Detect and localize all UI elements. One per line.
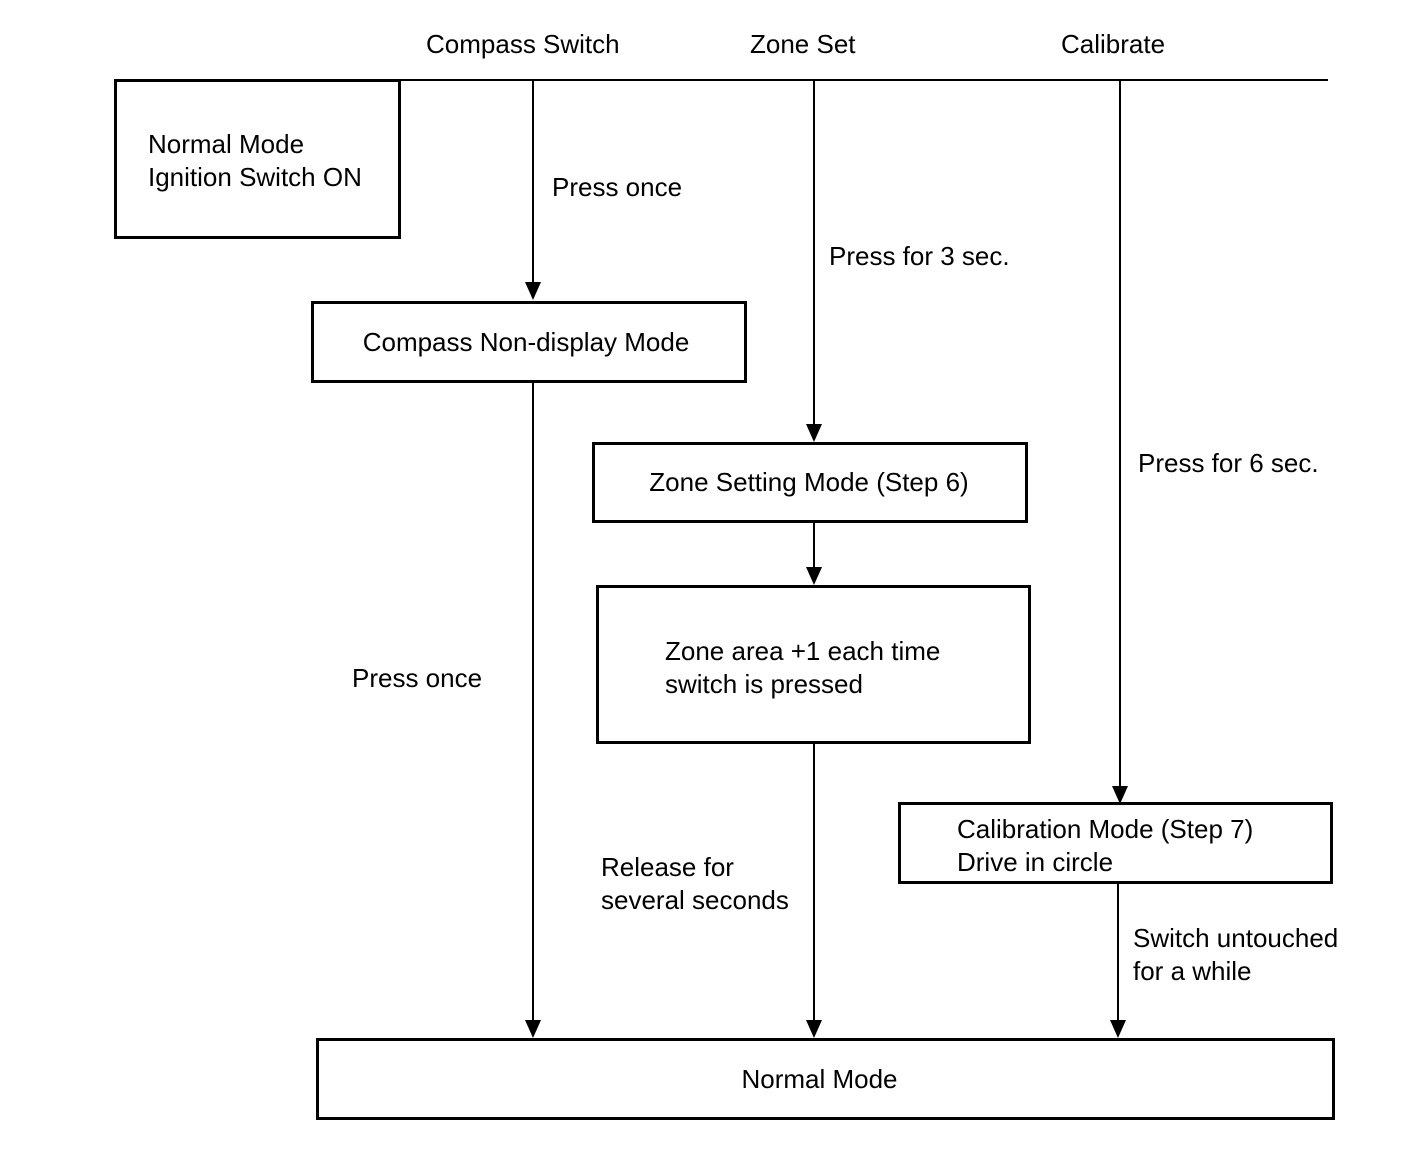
calibration-line2: Drive in circle	[957, 847, 1114, 877]
normal-mode-end-box: Normal Mode	[316, 1038, 1335, 1120]
arrowhead-icon	[525, 282, 541, 300]
zone-setting-label: Zone Setting Mode (Step 6)	[649, 467, 969, 497]
label-release-line1: Release for	[601, 852, 734, 882]
zone-area-line1: Zone area +1 each time	[665, 636, 941, 666]
label-press-once-compass: Press once	[552, 172, 683, 202]
compass-non-display-label: Compass Non-display Mode	[362, 326, 690, 357]
zone-area-line2: switch is pressed	[665, 669, 863, 699]
label-untouched-line2: for a while	[1133, 956, 1252, 986]
calibration-line1: Calibration Mode (Step 7)	[957, 814, 1254, 844]
arrowhead-icon	[806, 567, 822, 585]
normal-mode-end-label: Normal Mode	[741, 1063, 898, 1094]
zone-setting-mode-box: Zone Setting Mode (Step 6)	[592, 442, 1028, 523]
arrowhead-icon	[1110, 1020, 1126, 1038]
label-press-6-sec: Press for 6 sec.	[1138, 448, 1319, 478]
column-header-compass-switch: Compass Switch	[426, 29, 620, 59]
start-box-line1: Normal Mode	[148, 129, 305, 159]
start-box-line2: Ignition Switch ON	[148, 162, 362, 192]
label-press-3-sec: Press for 3 sec.	[829, 241, 1010, 271]
arrowhead-icon	[806, 1020, 822, 1038]
calibration-mode-box: Calibration Mode (Step 7) Drive in circl…	[898, 802, 1333, 884]
arrowhead-icon	[1112, 786, 1128, 804]
label-press-once-nondisplay: Press once	[352, 663, 483, 693]
compass-non-display-mode-box: Compass Non-display Mode	[311, 301, 747, 383]
column-header-calibrate: Calibrate	[1061, 29, 1166, 59]
column-header-zone-set: Zone Set	[750, 29, 856, 59]
label-untouched-line1: Switch untouched	[1133, 923, 1339, 953]
start-normal-mode-box: Normal Mode Ignition Switch ON	[114, 79, 401, 239]
arrowhead-icon	[525, 1020, 541, 1038]
label-release-line2: several seconds	[601, 885, 789, 915]
zone-area-box: Zone area +1 each time switch is pressed	[596, 585, 1031, 744]
arrowhead-icon	[806, 424, 822, 442]
